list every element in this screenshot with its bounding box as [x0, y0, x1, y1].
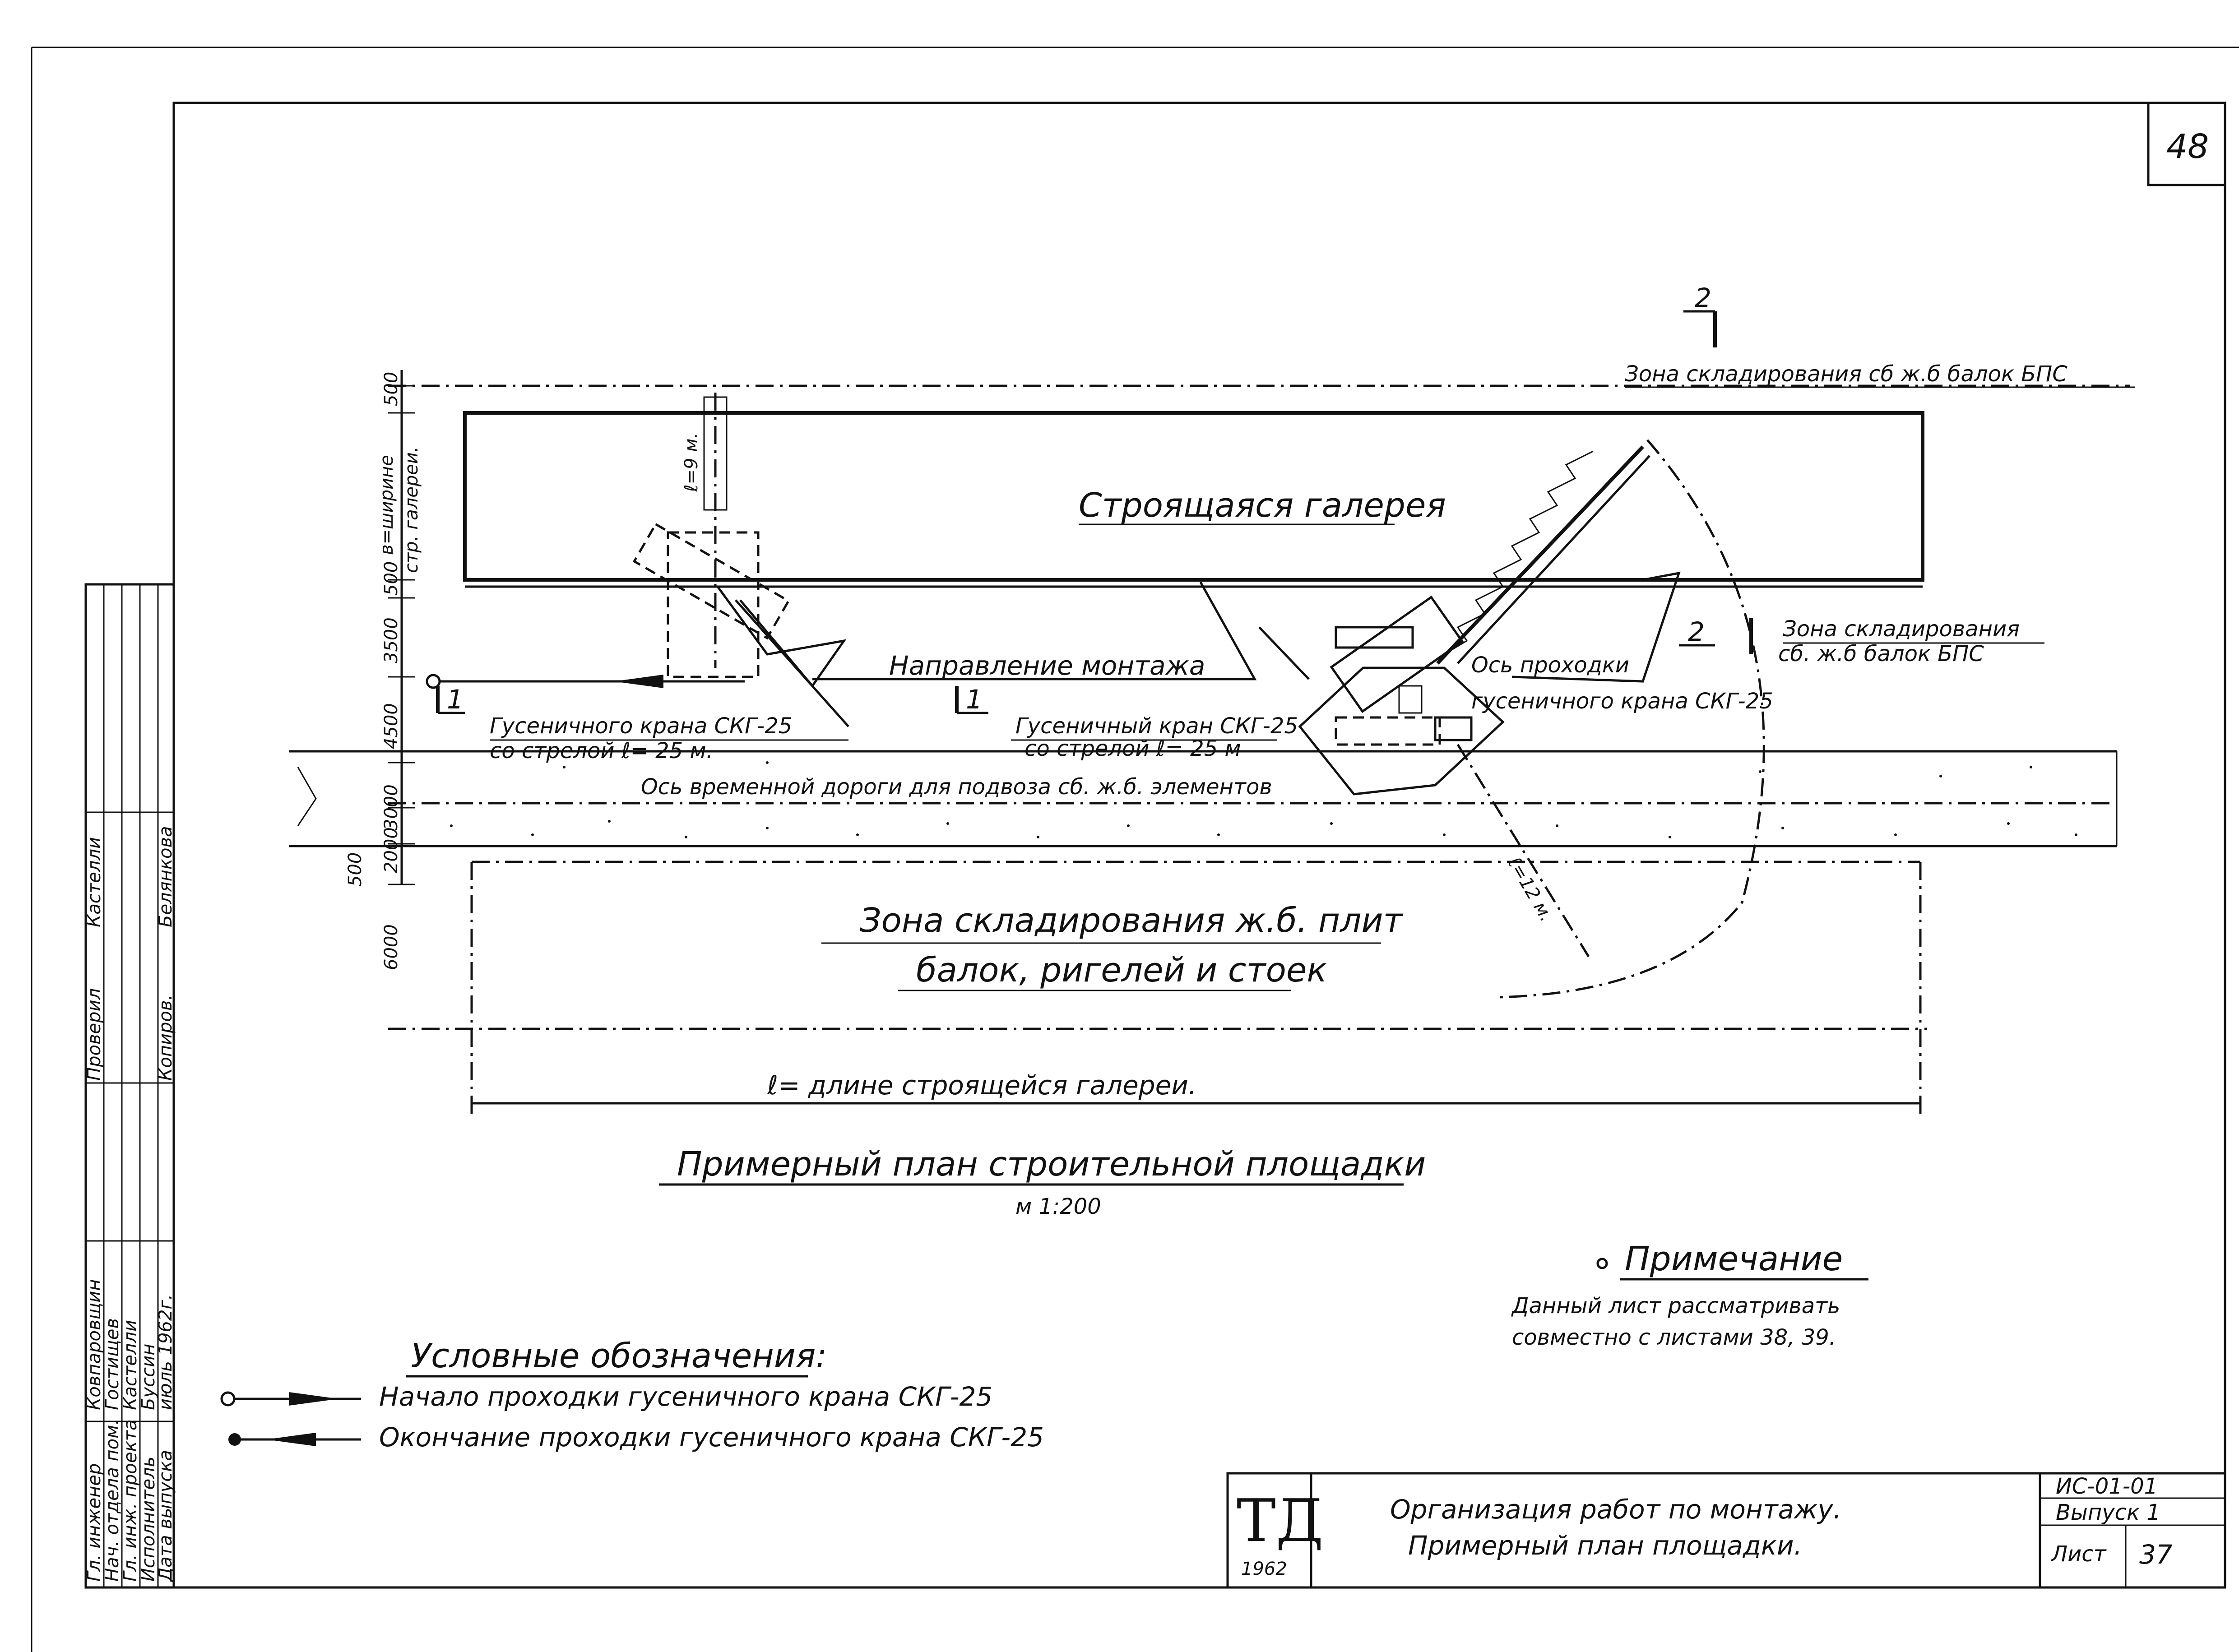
dim-3500: 3500: [381, 617, 402, 663]
dim-500-top: 500: [381, 372, 402, 406]
title-year: 1962: [1241, 1559, 1287, 1579]
crane-left-label-2: со стрелой ℓ= 25 м.: [490, 738, 713, 764]
section-1-mid: 1: [966, 684, 983, 715]
stamp-checked-label: Проверил: [84, 988, 105, 1081]
crane-mid-label-1: Гусеничный кран СКГ-25: [1015, 713, 1298, 739]
temporary-road: Ось временной дороги для подвоза сб. ж.б…: [289, 750, 2118, 847]
section-2-top: 2: [1695, 282, 1711, 313]
caption-title: Примерный план строительной площадки: [677, 1145, 1426, 1184]
legend-start: Начало проходки гусеничного крана СКГ-25: [379, 1381, 992, 1412]
width-label-2: стр. галереи.: [401, 446, 422, 573]
crane-axis-label-1: Ось проходки: [1471, 652, 1629, 678]
stamp-role-2: Нач. отдела пом.: [102, 1419, 123, 1582]
storage-right-label-2: сб. ж.б балок БПС: [1778, 641, 1984, 666]
title-logo: ТД: [1237, 1486, 1323, 1555]
legend-end: Окончание проходки гусеничного крана СКГ…: [379, 1422, 1044, 1453]
title-sheet-label: Лист: [2050, 1541, 2107, 1567]
storage-right-label-1: Зона складирования: [1783, 616, 2020, 642]
crane-main: Гусеничный кран СКГ-25 со стрелой ℓ= 25 …: [1011, 445, 1773, 796]
section-1-left: 1: [447, 684, 464, 715]
direction-label: Направление монтажа: [889, 650, 1205, 681]
dim-3000: 3000: [381, 784, 402, 830]
storage-right: Зона складирования сб. ж.б балок БПС: [1778, 616, 2044, 666]
title-sheet-no: 37: [2139, 1539, 2173, 1570]
reach-label-left: ℓ=9 м.: [681, 433, 702, 492]
storage-bottom-label-2: балок, ригелей и стоек: [916, 951, 1327, 990]
title-code: ИС-01-01: [2056, 1474, 2158, 1499]
sheet-number: 48: [2166, 127, 2209, 166]
stamp-role-3: Гл. инж. проекта: [120, 1420, 141, 1582]
title-line-1: Организация работ по монтажу.: [1390, 1494, 1841, 1525]
dim-500-road: 500: [345, 852, 366, 887]
sheet-number-box: 48: [2147, 103, 2225, 186]
storage-bottom-label-1: Зона складирования ж.б. плит: [860, 901, 1404, 940]
length-label: ℓ= длине строящейся галереи.: [767, 1070, 1196, 1101]
reach-arc: ℓ=12 м.: [1456, 439, 1765, 999]
title-issue: Выпуск 1: [2056, 1500, 2160, 1525]
note-line-1: Данный лист рассматривать: [1511, 1293, 1840, 1319]
reach-label-main: ℓ=12 м.: [1503, 853, 1557, 925]
stamp-name-5: июль 1962г.: [155, 1294, 176, 1410]
width-label: в=ширине: [376, 455, 397, 555]
legend-title: Условные обозначения:: [411, 1337, 827, 1375]
legend-start-marker: [220, 1391, 236, 1407]
dimension-chain-left: 500 500 3500 4500 3000 2000 500 6000 в=ш…: [345, 370, 1927, 1030]
stamp-name-4: Буссин: [138, 1344, 159, 1410]
stamp-copied-name: Белянкова: [155, 826, 176, 927]
note-title: Примечание: [1625, 1240, 1843, 1278]
stamp-checked-name: Кастелли: [84, 837, 105, 927]
crane-mid-label-2: со стрелой ℓ= 25 м: [1024, 736, 1241, 761]
crane-left-label-1: Гусеничного крана СКГ-25: [490, 713, 792, 739]
direction-arrow: Направление монтажа: [426, 581, 1310, 689]
stamp-role-4: Исполнитель: [138, 1457, 159, 1582]
gallery-label: Строящаяся галерея: [1079, 486, 1446, 525]
dim-500: 500: [381, 561, 402, 596]
legend-block: Условные обозначения: Начало проходки гу…: [220, 1337, 1044, 1453]
section-marks: 2 2 1 1: [436, 282, 1753, 715]
note-block: Примечание Данный лист рассматривать сов…: [1511, 1240, 1868, 1350]
length-dimension: ℓ= длине строящейся галереи.: [472, 1070, 1920, 1105]
stamp-name-2: Гостищев: [102, 1318, 123, 1410]
crane-axis-label-2: гусеничного крана СКГ-25: [1471, 689, 1773, 714]
storage-bottom-zone: Зона складирования ж.б. плит балок, риге…: [470, 861, 1922, 1115]
dim-2000: 2000: [381, 827, 402, 873]
stamp-role-5: Дата выпуска: [155, 1450, 176, 1583]
side-stamp: Гл. инженер Ковпаровщин Проверил Кастелл…: [84, 583, 176, 1589]
caption-scale: м 1:200: [1015, 1194, 1101, 1219]
plan-caption: Примерный план строительной площадки м 1…: [659, 1145, 1426, 1219]
title-block: ТД 1962 Организация работ по монтажу. Пр…: [1226, 1472, 2226, 1589]
gallery-outline: [463, 411, 1924, 582]
stamp-copied-label: Копиров.: [155, 995, 176, 1081]
crane-left: ℓ=9 м. Гусеничного крана СКГ-25 со стрел…: [490, 393, 849, 764]
dim-4500: 4500: [381, 703, 402, 749]
section-2-right: 2: [1688, 616, 1705, 647]
dim-6000: 6000: [381, 924, 402, 970]
storage-top-label: Зона складирования сб ж.б балок БПС: [1625, 361, 2067, 387]
title-line-2: Примерный план площадки.: [1408, 1530, 1802, 1561]
note-line-2: совместно с листами 38, 39.: [1512, 1325, 1836, 1350]
road-axis-label: Ось временной дороги для подвоза сб. ж.б…: [641, 774, 1272, 800]
stamp-name-1: Ковпаровщин: [84, 1279, 105, 1410]
stamp-role-1: Гл. инженер: [84, 1463, 105, 1582]
stamp-name-3: Кастелли: [120, 1320, 141, 1410]
